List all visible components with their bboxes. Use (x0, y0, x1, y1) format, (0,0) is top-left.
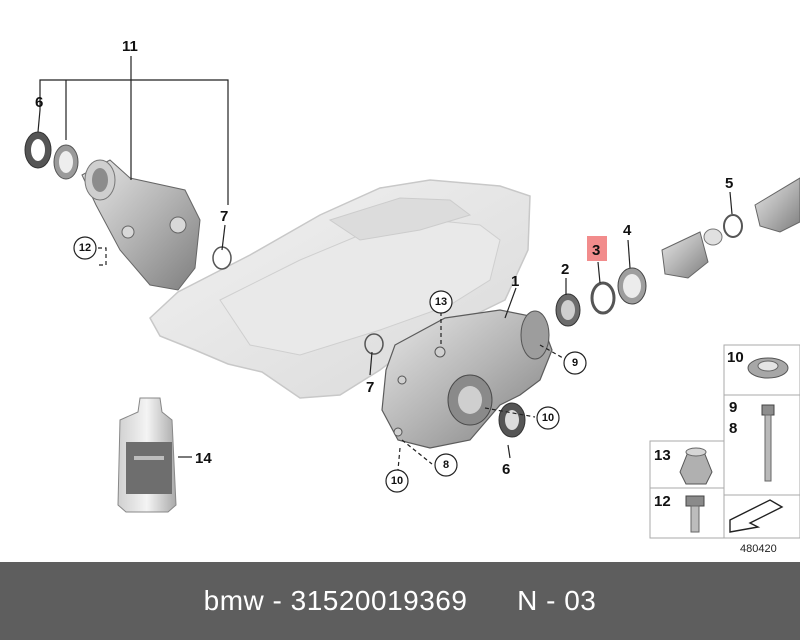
differential-housing (364, 309, 553, 449)
label-6-lower: 6 (502, 461, 510, 478)
svg-text:12: 12 (79, 242, 91, 254)
dashed-leaders (96, 247, 564, 471)
footer-bar: bmw - 31520019369 N - 03 (0, 562, 800, 640)
label-3-highlight (587, 236, 607, 261)
label-7-lower: 7 (366, 379, 374, 396)
svg-text:9: 9 (572, 357, 578, 369)
circled-label-8: 8 (434, 453, 458, 477)
drawing-number: 480420 (740, 543, 777, 555)
legend-label-10: 10 (727, 349, 744, 366)
shaft-seals (555, 177, 800, 327)
label-2: 2 (561, 261, 569, 278)
oil-bottle (117, 397, 177, 513)
svg-text:8: 8 (443, 459, 449, 471)
circled-label-10-right: 10 (536, 406, 560, 430)
svg-text:13: 13 (435, 296, 447, 308)
arrow-icon (729, 499, 784, 533)
bracket-assembly (24, 131, 232, 291)
legend-label-9: 9 (729, 399, 737, 416)
leader-lines (37, 56, 733, 459)
label-1: 1 (511, 273, 519, 290)
oil-pan-ghost (149, 179, 531, 399)
label-7-top: 7 (220, 208, 228, 225)
label-6-top: 6 (35, 94, 43, 111)
legend-label-12: 12 (654, 493, 671, 510)
circled-label-10-bottom: 10 (385, 469, 409, 493)
legend-label-13: 13 (654, 447, 671, 464)
label-4: 4 (623, 222, 632, 239)
circled-label-13: 13 (429, 290, 453, 314)
circled-label-12: 12 (73, 236, 97, 260)
label-5: 5 (725, 175, 733, 192)
label-11: 11 (122, 38, 138, 55)
svg-text:10: 10 (391, 475, 403, 487)
label-14: 14 (195, 450, 212, 467)
parts-legend: 10 9 8 13 12 (649, 344, 800, 539)
legend-label-8: 8 (729, 420, 737, 437)
label-3: 3 (592, 242, 600, 259)
part-number-caption: bmw - 31520019369 N - 03 (203, 585, 597, 616)
circled-label-9: 9 (563, 351, 587, 375)
svg-text:10: 10 (542, 412, 554, 424)
parts-diagram: 11 6 7 7 1 2 3 4 5 6 14 12 13 9 10 8 10 … (24, 38, 800, 555)
